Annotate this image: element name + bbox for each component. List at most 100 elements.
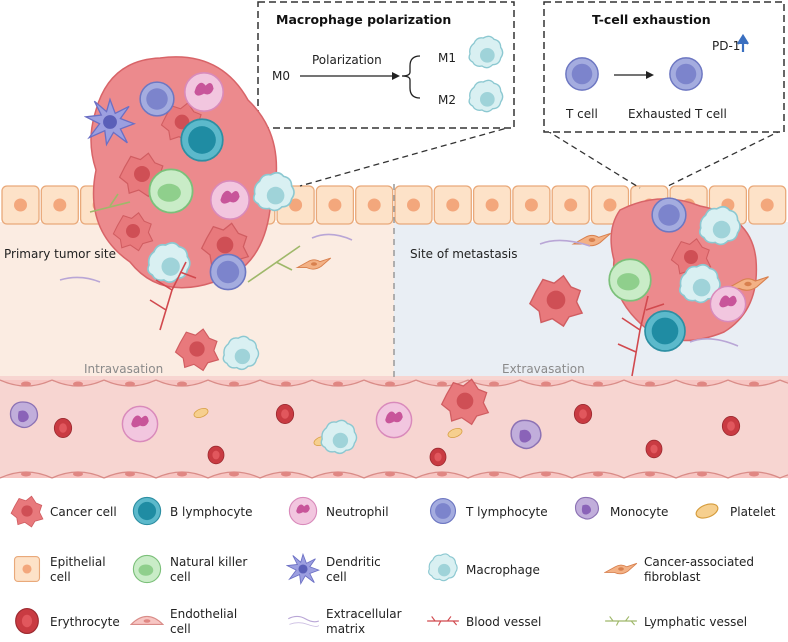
callout-line-left-2: [299, 125, 515, 187]
endothelial-cell: [779, 379, 788, 384]
epithelial-nucleus: [603, 198, 617, 212]
legend-t-icon: [429, 497, 457, 525]
m2-label: M2: [438, 93, 456, 107]
legend-item-neutrophil: Neutrophil: [288, 496, 389, 526]
endothelium-bottom: [0, 471, 788, 479]
endothelial-nucleus: [593, 381, 603, 387]
legend-b-label: B lymphocyte: [170, 505, 253, 519]
endothelial-nucleus: [749, 381, 759, 387]
callout-line-right-1: [545, 129, 641, 189]
metastatic-tumor: [572, 197, 770, 352]
endothelial-nucleus: [281, 471, 291, 477]
epithelial-nucleus: [407, 198, 420, 212]
endothelial-nucleus: [749, 471, 759, 477]
legend-macrophage-label: Macrophage: [466, 563, 540, 577]
legend-caf-icon: [604, 562, 638, 575]
endothelial-nucleus: [177, 381, 187, 387]
endothelial-nucleus: [593, 471, 603, 477]
endothelial-nucleus: [489, 471, 499, 477]
epithelial-nucleus: [328, 198, 342, 212]
endothelial-nucleus: [437, 471, 447, 477]
epithelial-nucleus: [14, 198, 27, 212]
endothelial-nucleus: [385, 381, 395, 387]
legend-macrophage-icon: [428, 553, 458, 582]
macrophage-panel: [257, 1, 515, 129]
legend-monocyte-label: Monocyte: [610, 505, 668, 519]
legend-erythrocyte-icon: [15, 607, 39, 635]
lymphatic-vessels: [89, 193, 301, 283]
legend-item-monocyte: Monocyte: [574, 496, 668, 520]
legend-erythrocyte-label: Erythrocyte: [50, 615, 120, 629]
legend-item-erythrocyte: Erythrocyte: [15, 607, 120, 635]
legend-monocyte-icon: [574, 496, 600, 520]
primary-tumor: [85, 56, 295, 291]
endothelial-nucleus: [437, 381, 447, 387]
endothelial-nucleus: [21, 381, 31, 387]
legend-item-t: T lymphocyte: [429, 497, 548, 525]
legend-cancer-label: Cancer cell: [50, 505, 117, 519]
legend-item-cancer: Cancer cell: [10, 495, 117, 528]
legend-item-lymph: Lymphatic vessel: [604, 615, 747, 629]
legend-endothelial-icon: [130, 615, 164, 625]
legend-nk-icon: [132, 554, 162, 584]
epithelial-nucleus: [564, 198, 578, 212]
t-cell-icon: [565, 57, 599, 91]
endothelial-nucleus: [541, 471, 551, 477]
epithelial-nucleus: [524, 198, 538, 212]
endothelial-cell: [779, 474, 788, 479]
epithelial-nucleus: [367, 198, 381, 212]
legend-ecm-icon: [287, 615, 320, 628]
endothelial-nucleus: [21, 471, 31, 477]
legend-item-macrophage: Macrophage: [428, 553, 540, 582]
endothelial-nucleus: [697, 471, 707, 477]
m0-label: M0: [272, 69, 290, 83]
legend-neutrophil-label: Neutrophil: [326, 505, 389, 519]
endothelial-nucleus: [281, 381, 291, 387]
blood-vessel-metastasis: [617, 295, 665, 377]
epithelial-nucleus: [485, 198, 499, 212]
t-cell-label: T cell: [565, 107, 598, 121]
endothelial-nucleus: [385, 471, 395, 477]
endothelial-nucleus: [697, 381, 707, 387]
epithelial-nucleus: [53, 198, 67, 212]
legend-lymph-icon: [604, 615, 638, 627]
polarization-brace: [401, 55, 421, 99]
macrophage-panel-title: Macrophage polarization: [276, 12, 451, 27]
endothelial-nucleus: [125, 381, 135, 387]
legend: Cancer cell B lymphocyte Neutrophil T lymph…: [10, 495, 776, 636]
polarization-arrowhead: [392, 72, 400, 80]
legend-epithelial-icon: [13, 555, 41, 583]
blood-vessel-primary: [149, 261, 197, 331]
legend-platelet-icon: [693, 500, 721, 522]
endothelial-nucleus: [125, 471, 135, 477]
metastasis-site-label: Site of metastasis: [410, 247, 518, 261]
pd1-label: PD-1: [712, 39, 740, 53]
endothelial-nucleus: [333, 381, 343, 387]
epithelial-nucleus: [289, 198, 303, 212]
epithelial-nucleus: [760, 198, 774, 212]
legend-lymph-label: Lymphatic vessel: [644, 615, 747, 629]
endothelial-nucleus: [645, 381, 655, 387]
legend-blood-label: Blood vessel: [466, 615, 541, 629]
callout-line-right-2: [667, 129, 783, 187]
endothelial-nucleus: [177, 471, 187, 477]
polarization-label: Polarization: [312, 53, 382, 67]
endothelial-nucleus: [489, 381, 499, 387]
legend-neutrophil-icon: [288, 496, 318, 526]
endothelial-nucleus: [229, 381, 239, 387]
extracellular-matrix: [59, 233, 739, 347]
legend-blood-icon: [426, 615, 460, 627]
exhausted-t-cell-label: Exhausted T cell: [628, 107, 727, 121]
legend-item-platelet: Platelet: [693, 500, 776, 522]
